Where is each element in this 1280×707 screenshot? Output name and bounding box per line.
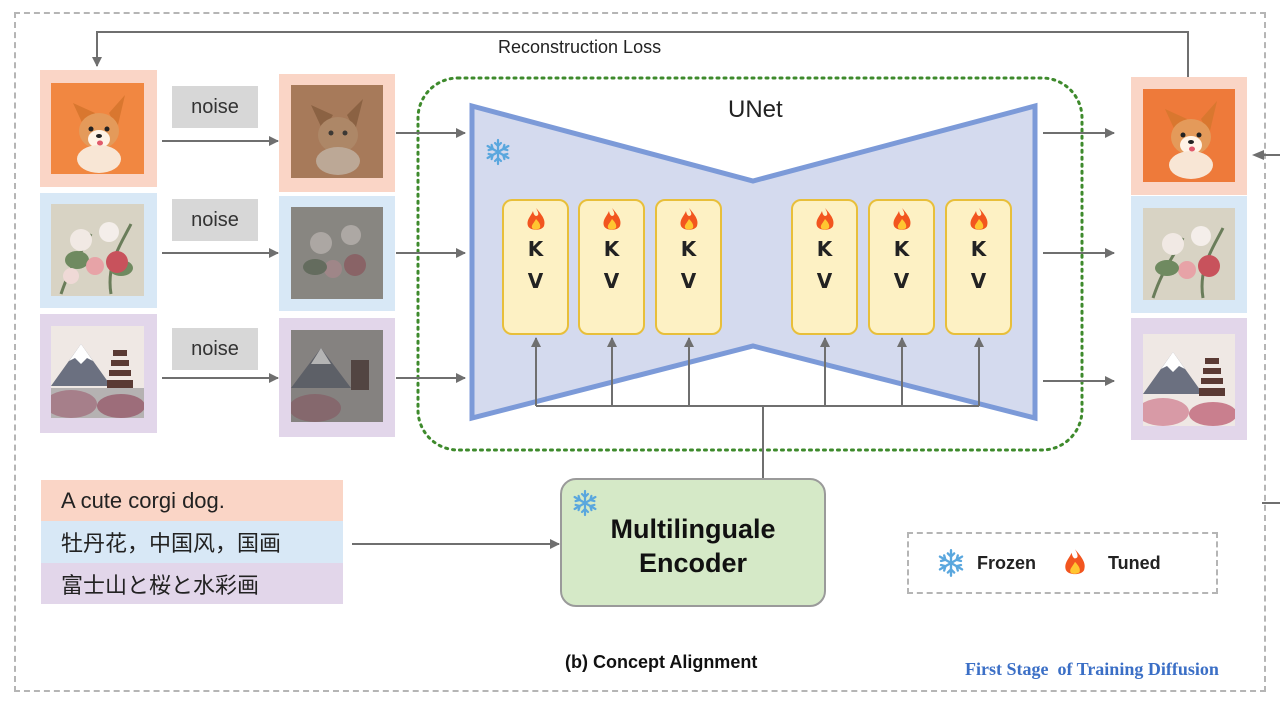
- reconstruction-loss-label: Reconstruction Loss: [498, 37, 662, 57]
- edge-arrow-head: [1252, 150, 1264, 160]
- flame-icon: [603, 208, 621, 230]
- output-card-fuji: [1131, 318, 1247, 440]
- kv-key-label: K: [893, 237, 910, 261]
- corgi-image: [51, 83, 144, 174]
- flame-icon: [893, 208, 911, 230]
- noisy-flower-image: [291, 207, 383, 299]
- flame-icon: [970, 208, 988, 230]
- kv-key-label: K: [970, 237, 987, 261]
- noisy-fuji-image: [291, 330, 383, 422]
- kv-value-label: V: [603, 269, 620, 293]
- kv-value-label: V: [527, 269, 544, 293]
- kv-value-label: V: [680, 269, 697, 293]
- loss-arrow: [92, 31, 1189, 77]
- stage-label: First Stage of Training Diffusion: [965, 659, 1219, 679]
- noisy-corgi-image: [291, 85, 383, 178]
- kv-block-1: K V: [502, 199, 569, 335]
- prompt-chinese: 牡丹花，中国风，国画: [41, 521, 343, 563]
- unet-dotted-box: [416, 76, 1084, 452]
- input-card-flower: [40, 193, 157, 308]
- noise-label-2: noise: [172, 199, 258, 241]
- legend-frozen-label: Frozen: [977, 552, 1037, 573]
- legend-snowflake-icon: [938, 549, 964, 577]
- noisy-card-corgi: [279, 74, 395, 192]
- input-card-corgi: [40, 70, 157, 187]
- figure-caption: (b) Concept Alignment: [565, 652, 758, 672]
- flame-icon: [680, 208, 698, 230]
- output-corgi-image: [1143, 89, 1235, 182]
- output-flower-image: [1143, 208, 1235, 300]
- output-fuji-image: [1143, 334, 1235, 426]
- kv-block-4: K V: [791, 199, 858, 335]
- kv-key-label: K: [603, 237, 620, 261]
- legend-tuned-label: Tuned: [1108, 552, 1161, 573]
- input-card-fuji: [40, 314, 157, 433]
- outer-frame: [14, 12, 1266, 692]
- unet-label: UNet: [728, 96, 783, 123]
- output-card-corgi: [1131, 77, 1247, 195]
- kv-key-label: K: [816, 237, 833, 261]
- flower-image: [51, 204, 144, 296]
- kv-value-label: V: [970, 269, 987, 293]
- kv-value-label: V: [893, 269, 910, 293]
- noisy-card-flower: [279, 196, 395, 311]
- prompt-english: A cute corgi dog.: [41, 480, 343, 521]
- noise-label-3: noise: [172, 328, 258, 370]
- kv-block-5: K V: [868, 199, 935, 335]
- noisy-card-fuji: [279, 318, 395, 437]
- output-card-flower: [1131, 196, 1247, 313]
- noise-label-1: noise: [172, 86, 258, 128]
- kv-block-2: K V: [578, 199, 645, 335]
- flame-icon: [527, 208, 545, 230]
- fuji-image: [51, 326, 144, 418]
- legend-flame-icon: [1065, 549, 1085, 575]
- kv-key-label: K: [527, 237, 544, 261]
- kv-block-6: K V: [945, 199, 1012, 335]
- legend: Frozen Tuned: [907, 532, 1218, 594]
- kv-key-label: K: [680, 237, 697, 261]
- kv-value-label: V: [816, 269, 833, 293]
- flame-icon: [816, 208, 834, 230]
- kv-block-3: K V: [655, 199, 722, 335]
- prompt-japanese: 富士山と桜と水彩画: [41, 563, 343, 604]
